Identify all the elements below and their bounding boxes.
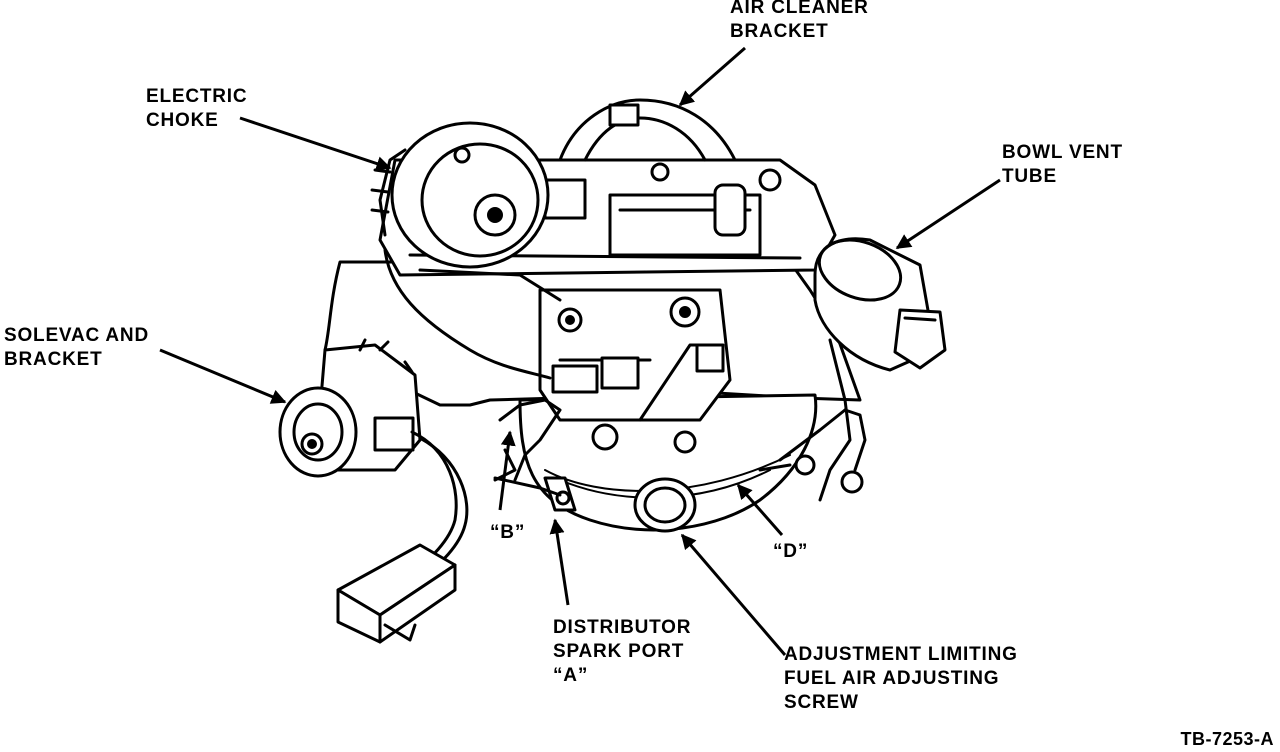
leader-point-d	[736, 483, 784, 536]
vacuum-hose	[383, 248, 552, 380]
figure-id: TB-7253-A	[1180, 729, 1274, 749]
leader-air-cleaner	[678, 46, 746, 107]
label-point-d: “D”	[773, 541, 809, 562]
label-point-b: “B”	[490, 522, 526, 543]
electric-choke-housing	[370, 121, 550, 269]
connector-block	[551, 364, 599, 394]
solevac-connector	[373, 416, 415, 452]
leader-spark-port	[549, 518, 570, 606]
label-electric-choke: ELECTRIC CHOKE	[146, 86, 248, 131]
label-bowl-vent-tube: BOWL VENT TUBE	[1002, 142, 1123, 187]
leader-bowl-vent	[895, 178, 1001, 250]
bowl-vent-tube-part	[813, 237, 947, 372]
electrical-plug	[336, 543, 457, 644]
label-solevac-and-bracket: SOLEVAC AND BRACKET	[4, 325, 149, 370]
connector-block	[600, 356, 640, 390]
bolt	[673, 430, 697, 454]
label-air-cleaner-bracket: AIR CLEANER BRACKET	[730, 0, 869, 42]
air-cleaner-bracket	[558, 98, 737, 162]
carburetor-body	[278, 98, 947, 644]
bolt	[591, 423, 619, 451]
leader-adjustment	[680, 533, 787, 656]
label-adjustment-limiting-screw: ADJUSTMENT LIMITING FUEL AIR ADJUSTING S…	[784, 644, 1018, 713]
leader-lines	[159, 46, 1001, 656]
label-distributor-spark-port: DISTRIBUTOR SPARK PORT “A”	[553, 617, 692, 686]
leader-electric-choke	[239, 116, 392, 171]
leader-point-b	[498, 430, 516, 511]
throttle-linkage	[818, 338, 852, 502]
connector-block	[695, 343, 725, 373]
leader-solevac	[159, 348, 287, 404]
